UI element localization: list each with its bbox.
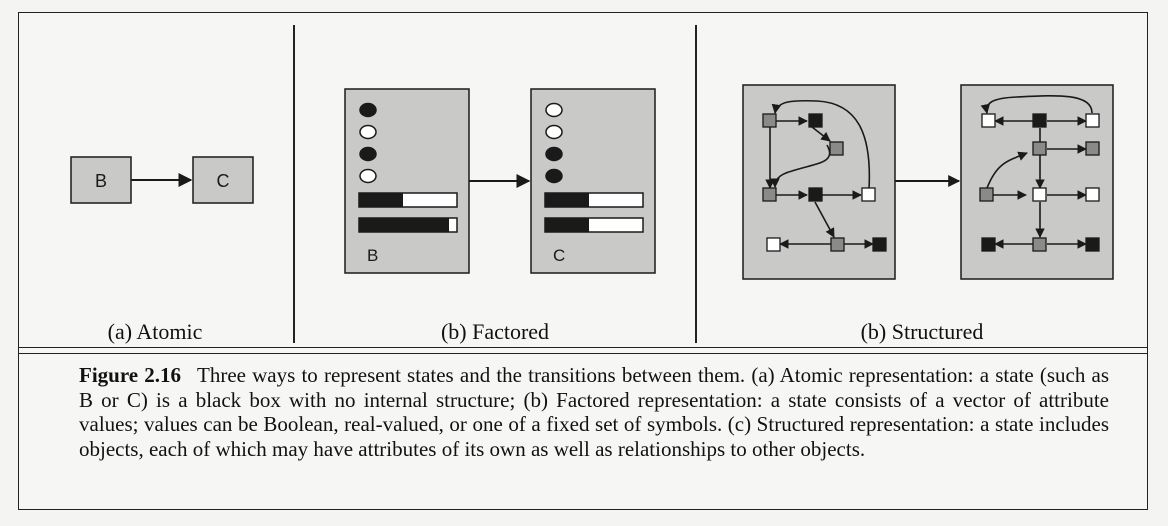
structured-state-2 <box>960 84 1114 280</box>
object-node <box>979 187 994 202</box>
object-node <box>1085 113 1100 128</box>
structured-diagram <box>742 84 1114 280</box>
factored-state-c-label: C <box>553 246 565 265</box>
factored-state-c: C <box>530 88 656 274</box>
panel-divider <box>695 25 697 343</box>
object-node <box>1085 237 1100 252</box>
figure-number: Figure 2.16 <box>79 363 182 387</box>
object-node <box>1032 113 1047 128</box>
relation-edges <box>980 94 1093 249</box>
state-c-label: C <box>217 171 230 191</box>
panel-structured: (b) Structured <box>697 13 1147 349</box>
caption-rule <box>19 347 1147 354</box>
factored-diagram: B C <box>344 88 656 274</box>
object-node <box>861 187 876 202</box>
boolean-attribute-true <box>359 146 377 162</box>
boolean-attribute-true <box>545 168 563 184</box>
object-node <box>766 237 781 252</box>
caption-text: Three ways to represent states and the t… <box>79 363 1109 461</box>
panel-structured-label: (b) Structured <box>860 319 984 344</box>
object-node <box>829 141 844 156</box>
boolean-attribute-false <box>545 124 563 140</box>
object-node <box>872 237 887 252</box>
figure-area: B C (a) Atomic <box>19 13 1147 349</box>
object-node <box>830 237 845 252</box>
object-node <box>808 187 823 202</box>
panel-factored: B C (b) Factored <box>295 13 695 349</box>
object-node <box>1032 237 1047 252</box>
state-c-box <box>192 156 254 204</box>
object-node <box>1032 141 1047 156</box>
panel-atomic: B C (a) Atomic <box>19 13 291 349</box>
object-node <box>981 237 996 252</box>
object-node <box>762 187 777 202</box>
state-b-box <box>70 156 132 204</box>
panel-divider <box>293 25 295 343</box>
object-node <box>808 113 823 128</box>
relation-edges <box>765 99 874 249</box>
structured-state-1 <box>742 84 896 280</box>
object-node <box>981 113 996 128</box>
panel-factored-label: (b) Factored <box>440 319 550 344</box>
figure-frame: B C (a) Atomic <box>18 12 1148 510</box>
boolean-attribute-false <box>545 102 563 118</box>
object-node <box>1085 141 1100 156</box>
factored-state-b-label: B <box>367 246 378 265</box>
factored-state-b: B <box>344 88 470 274</box>
boolean-attribute-false <box>359 168 377 184</box>
boolean-attribute-true <box>359 102 377 118</box>
object-node <box>1085 187 1100 202</box>
state-b-label: B <box>95 171 107 191</box>
boolean-attribute-false <box>359 124 377 140</box>
panel-atomic-label: (a) Atomic <box>107 319 203 344</box>
atomic-diagram: B C <box>70 156 254 204</box>
object-node <box>1032 187 1047 202</box>
boolean-attribute-true <box>545 146 563 162</box>
object-node <box>762 113 777 128</box>
